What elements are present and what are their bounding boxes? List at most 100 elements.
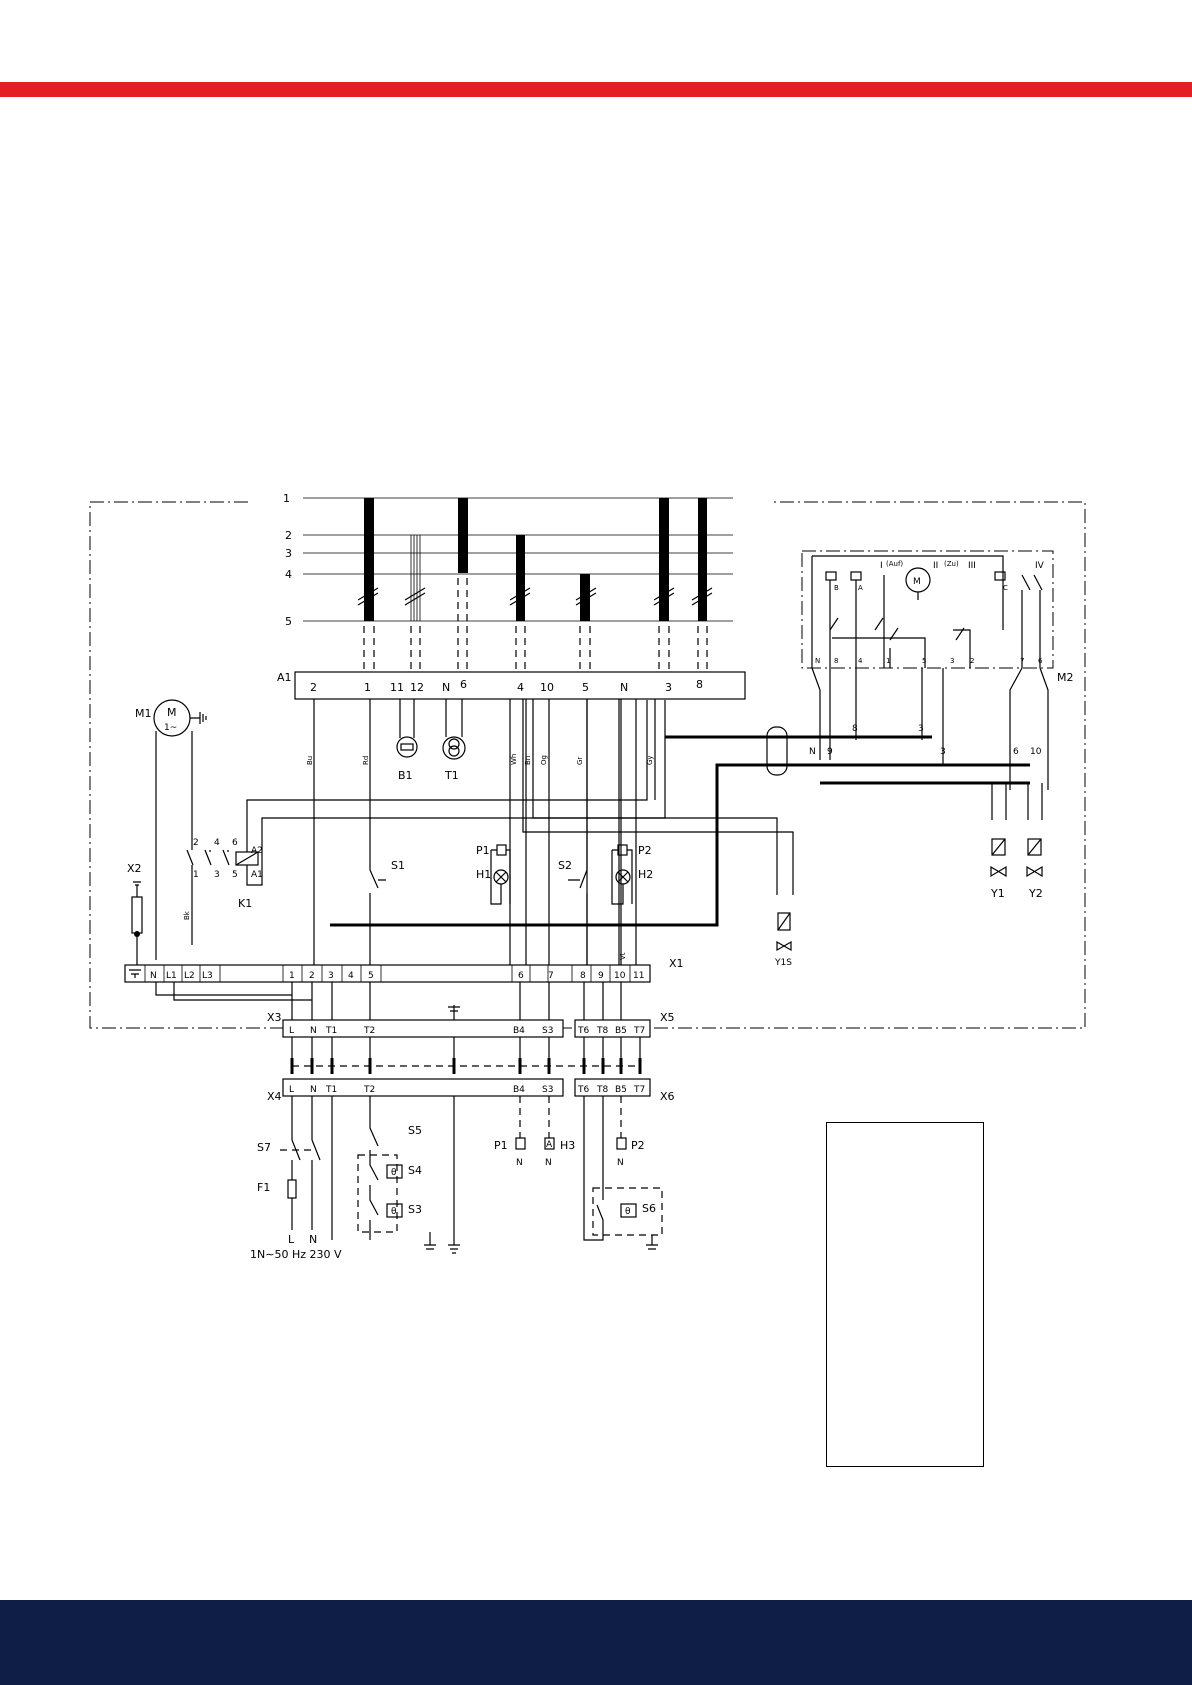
svg-text:4: 4 — [348, 971, 354, 981]
x1-label: X1 — [669, 957, 684, 970]
t1-label: T1 — [444, 769, 459, 782]
svg-text:X3: X3 — [267, 1011, 282, 1024]
svg-text:4: 4 — [858, 657, 863, 665]
svg-text:P1: P1 — [494, 1139, 508, 1152]
svg-text:6: 6 — [1013, 747, 1019, 757]
conduit — [330, 726, 1030, 927]
svg-text:S6: S6 — [642, 1202, 656, 1215]
field-safety-chain: S5 θ S4 θ S3 — [331, 1096, 460, 1254]
svg-text:N: N — [620, 681, 628, 694]
svg-text:M: M — [913, 577, 921, 587]
svg-text:T1: T1 — [325, 1026, 337, 1036]
svg-text:L2: L2 — [184, 971, 195, 981]
svg-text:10: 10 — [1030, 747, 1042, 757]
svg-text:1: 1 — [364, 681, 371, 694]
svg-text:3: 3 — [940, 747, 946, 757]
controller-a1 — [294, 671, 746, 700]
svg-text:S5: S5 — [408, 1124, 422, 1137]
svg-text:θ: θ — [391, 1168, 397, 1178]
x1-bridge-wires — [155, 982, 312, 1001]
svg-text:8: 8 — [834, 657, 838, 665]
svg-text:A: A — [858, 584, 863, 592]
svg-text:S7: S7 — [257, 1141, 271, 1154]
actuator-m2 — [801, 550, 1054, 669]
svg-text:T2: T2 — [363, 1026, 375, 1036]
valve-y1: Y1 — [990, 783, 1007, 900]
bus-line-label: 4 — [285, 568, 292, 581]
field-s6: θ S6 — [424, 1096, 663, 1250]
svg-text:T8: T8 — [596, 1026, 608, 1036]
svg-text:B4: B4 — [513, 1085, 525, 1095]
svg-text:N: N — [809, 747, 816, 757]
svg-text:9: 9 — [827, 747, 833, 757]
svg-text:T7: T7 — [633, 1026, 645, 1036]
contactor-k1: 2 4 6 1 3 5 A2 A1 K1 — [186, 700, 666, 945]
m1-label: M1 — [135, 707, 152, 720]
svg-text:A: A — [546, 1140, 553, 1150]
svg-text:N: N — [310, 1026, 317, 1036]
svg-text:7: 7 — [1020, 657, 1024, 665]
svg-text:II: II — [933, 561, 938, 571]
svg-text:C: C — [1003, 584, 1008, 592]
svg-text:6: 6 — [460, 678, 467, 691]
svg-text:(Auf): (Auf) — [886, 560, 903, 568]
svg-text:Y2: Y2 — [1028, 887, 1043, 900]
svg-text:P1: P1 — [476, 844, 490, 857]
svg-text:Bu: Bu — [306, 756, 314, 765]
b1-label: B1 — [398, 769, 413, 782]
svg-text:L1: L1 — [166, 971, 177, 981]
svg-text:8: 8 — [852, 724, 858, 734]
svg-text:T8: T8 — [596, 1085, 608, 1095]
valve-y2: Y2 — [1026, 783, 1043, 900]
bus-drops — [357, 498, 713, 672]
svg-text:X5: X5 — [660, 1011, 675, 1024]
svg-text:3: 3 — [950, 657, 954, 665]
m2-drop-wires: N 9 8 3 3 6 10 — [809, 667, 1049, 790]
svg-text:IV: IV — [1035, 561, 1045, 571]
svg-text:A2: A2 — [251, 846, 263, 856]
bottom-color-band — [0, 1600, 1192, 1685]
notes-box — [826, 1122, 984, 1467]
svg-text:L: L — [288, 1233, 295, 1246]
svg-text:2: 2 — [310, 681, 317, 694]
bus-line-label: 3 — [285, 547, 292, 560]
svg-text:Bn: Bn — [524, 756, 532, 765]
svg-text:Bk: Bk — [183, 910, 191, 920]
terminal-strip-x1 — [124, 964, 651, 983]
svg-text:B5: B5 — [615, 1085, 627, 1095]
svg-text:11: 11 — [390, 681, 404, 694]
svg-text:H3: H3 — [560, 1139, 575, 1152]
k1-label: K1 — [238, 897, 252, 910]
svg-text:6: 6 — [1038, 657, 1043, 665]
a1-terminals: 2 1 11 12 N 6 4 10 5 N 3 8 — [310, 678, 703, 694]
svg-text:S1: S1 — [391, 859, 405, 872]
svg-text:B5: B5 — [615, 1026, 627, 1036]
svg-text:9: 9 — [598, 971, 604, 981]
sensor-b1: B1 — [396, 699, 418, 782]
svg-text:10: 10 — [614, 971, 626, 981]
transformer-t1: T1 — [442, 699, 466, 782]
svg-text:S3: S3 — [542, 1026, 553, 1036]
svg-text:Y1: Y1 — [990, 887, 1005, 900]
svg-text:N: N — [516, 1158, 523, 1168]
svg-text:L: L — [289, 1085, 294, 1095]
svg-text:3: 3 — [328, 971, 334, 981]
svg-text:Gr: Gr — [576, 757, 584, 765]
svg-text:θ: θ — [391, 1207, 397, 1217]
switch-s1: S1 — [369, 699, 405, 965]
svg-text:6: 6 — [232, 838, 238, 848]
svg-text:3: 3 — [214, 870, 220, 880]
svg-text:T6: T6 — [577, 1085, 589, 1095]
svg-text:1~: 1~ — [164, 723, 177, 733]
svg-text:I: I — [880, 561, 883, 571]
svg-text:B: B — [834, 584, 839, 592]
svg-text:Wh: Wh — [510, 754, 518, 765]
svg-text:N: N — [815, 657, 820, 665]
svg-text:5: 5 — [582, 681, 589, 694]
svg-text:A1: A1 — [251, 870, 263, 880]
a1-label: A1 — [277, 671, 292, 684]
svg-text:H1: H1 — [476, 868, 491, 881]
svg-text:1: 1 — [289, 971, 295, 981]
svg-text:5: 5 — [232, 870, 238, 880]
